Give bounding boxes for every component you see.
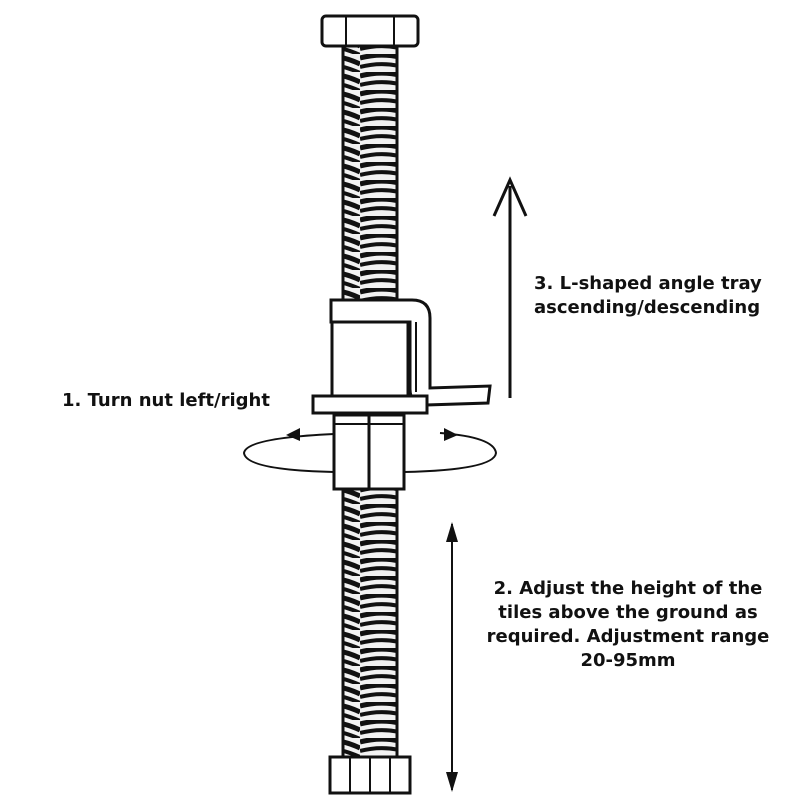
tray-up-arrow: [492, 176, 528, 398]
adjust-label-line: required. Adjustment range: [486, 626, 770, 647]
threaded-rod-lower: [341, 487, 399, 759]
tray-label-line: ascending/descending: [534, 297, 761, 318]
adjusting-nut: [332, 413, 406, 491]
height-range-arrow: [446, 522, 458, 792]
turn-nut-label: 1. Turn nut left/right: [62, 390, 270, 411]
tray-label: 3. L-shaped angle tray ascending/descend…: [534, 272, 784, 320]
rotation-arrow: [242, 428, 498, 473]
adjust-label-line: tiles above the ground as: [498, 602, 758, 623]
bolt-head: [320, 14, 420, 48]
tray-label-line: 3. L-shaped angle tray: [534, 273, 762, 294]
adjust-label-line: 20-95mm: [580, 650, 676, 671]
adjust-label-line: 2. Adjust the height of the: [493, 578, 763, 599]
washer-plate: [311, 394, 429, 415]
threaded-rod-upper: [341, 44, 399, 306]
adjust-height-label: 2. Adjust the height of the tiles above …: [468, 577, 788, 673]
l-shaped-angle-tray: [329, 298, 492, 407]
bottom-nut: [328, 755, 412, 795]
